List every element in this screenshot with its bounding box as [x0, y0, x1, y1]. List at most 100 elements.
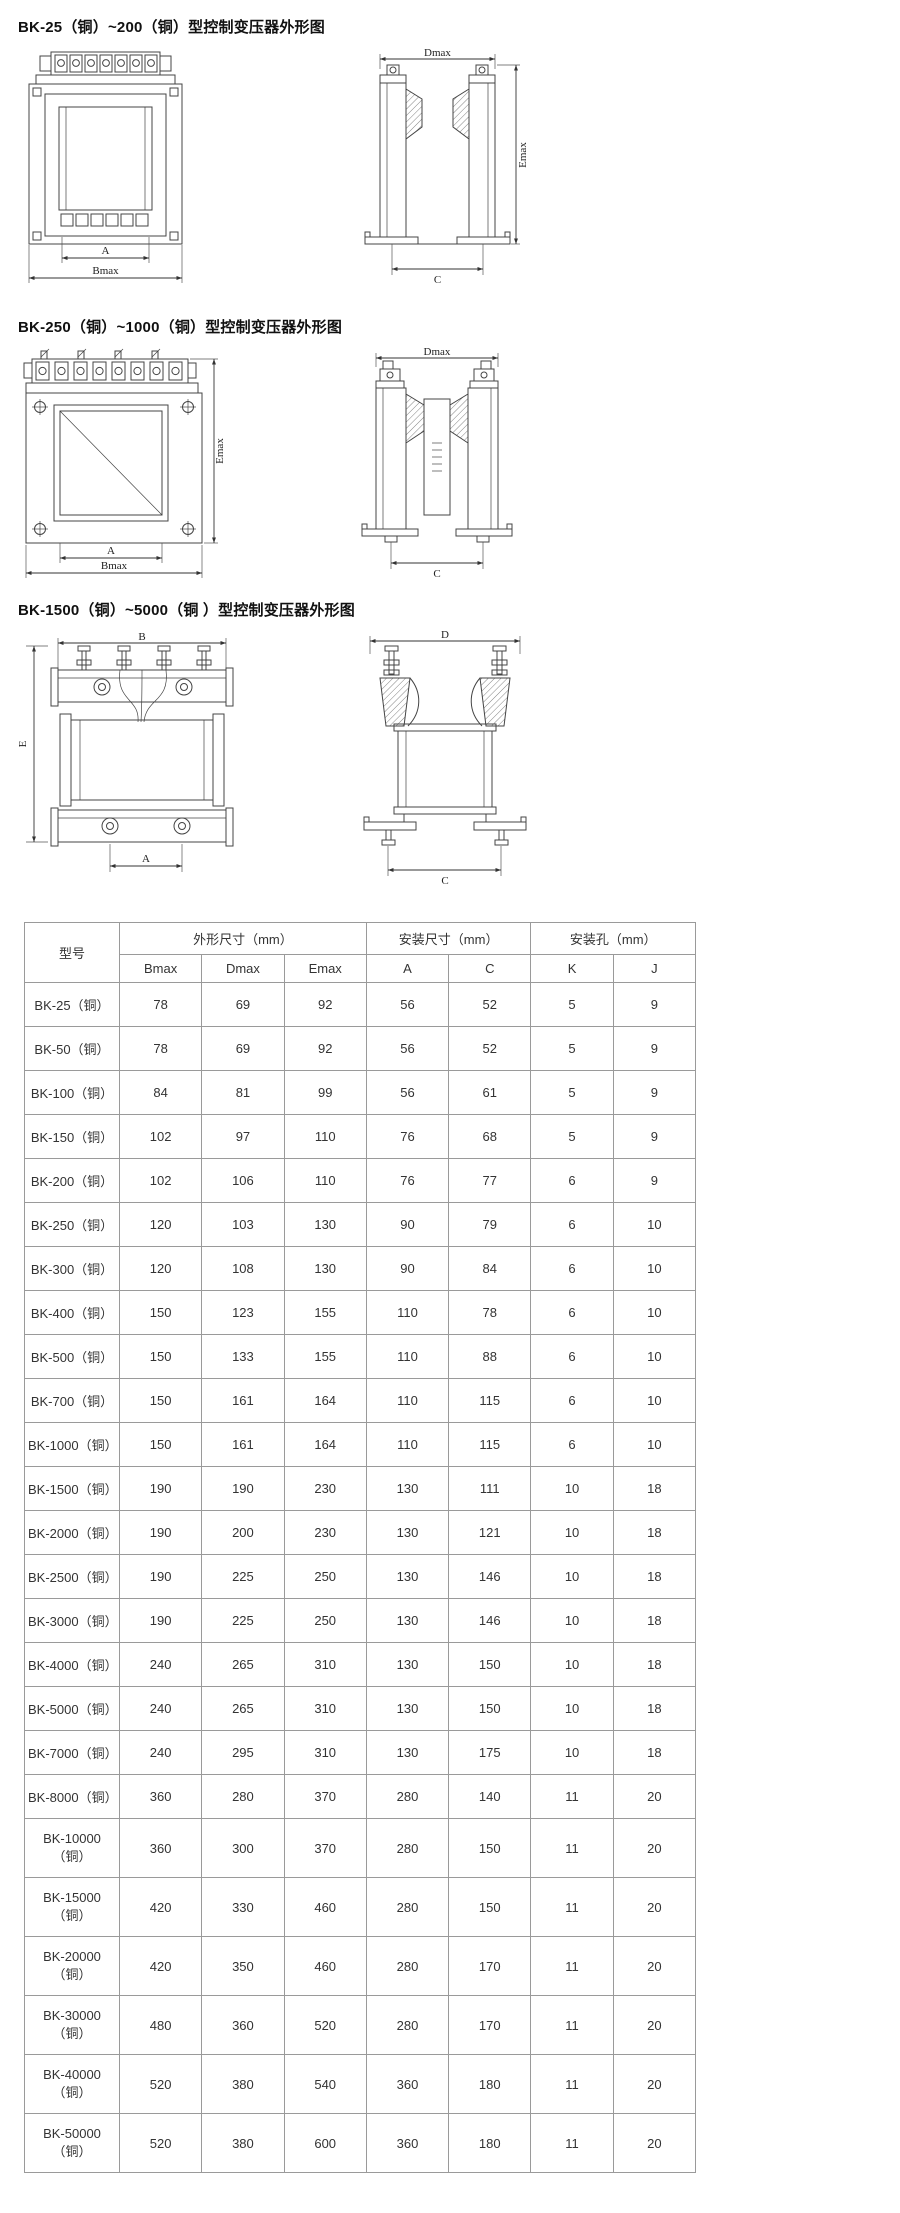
value-cell: 92	[283, 982, 367, 1027]
value-cell: 310	[283, 1686, 367, 1731]
value-cell: 480	[118, 1995, 203, 2055]
model-cell: BK-20000（铜）	[24, 1936, 120, 1996]
col-header-emax: Emax	[283, 954, 367, 983]
value-cell: 10	[612, 1378, 697, 1423]
terminal-blocks	[375, 360, 499, 389]
value-cell: 110	[283, 1158, 367, 1203]
dimension-B: B	[57, 631, 227, 668]
core-limbs	[379, 82, 496, 238]
value-cell: 155	[283, 1334, 367, 1379]
mounting-feet	[361, 523, 513, 543]
value-cell: 190	[118, 1554, 203, 1599]
model-cell: BK-300（铜）	[24, 1246, 120, 1291]
model-cell: BK-1000（铜）	[24, 1422, 120, 1467]
model-cell: BK-8000（铜）	[24, 1774, 120, 1819]
value-cell: 108	[201, 1246, 285, 1291]
value-cell: 164	[283, 1378, 367, 1423]
dimension-C: C	[387, 846, 502, 887]
col-group-mounting-hole: 安装孔（mm）	[530, 922, 696, 955]
value-cell: 520	[118, 2054, 203, 2114]
value-cell: 20	[612, 1877, 697, 1937]
value-cell: 18	[612, 1598, 697, 1643]
value-cell: 52	[448, 1026, 532, 1071]
model-cell: BK-5000（铜）	[24, 1686, 120, 1731]
value-cell: 52	[448, 982, 532, 1027]
value-cell: 79	[448, 1202, 532, 1247]
value-cell: 133	[201, 1334, 285, 1379]
value-cell: 155	[283, 1290, 367, 1335]
value-cell: 6	[530, 1422, 614, 1467]
value-cell: 240	[118, 1642, 203, 1687]
col-group-mounting-size: 安装尺寸（mm）	[365, 922, 532, 955]
value-cell: 161	[201, 1378, 285, 1423]
mounting-frame	[28, 83, 183, 245]
value-cell: 56	[365, 1026, 450, 1071]
value-cell: 20	[612, 1936, 697, 1996]
value-cell: 11	[530, 1995, 614, 2055]
value-cell: 11	[530, 1877, 614, 1937]
value-cell: 120	[118, 1246, 203, 1291]
value-cell: 240	[118, 1686, 203, 1731]
value-cell: 20	[612, 2054, 697, 2114]
value-cell: 170	[448, 1995, 532, 2055]
model-cell: BK-2500（铜）	[24, 1554, 120, 1599]
value-cell: 121	[448, 1510, 532, 1555]
value-cell: 280	[365, 1774, 450, 1819]
col-header-j: J	[612, 954, 697, 983]
value-cell: 350	[201, 1936, 285, 1996]
value-cell: 360	[118, 1818, 203, 1878]
col-header-model: 型号	[24, 922, 120, 983]
spec-table-header: 型号 外形尺寸（mm） 安装尺寸（mm） 安装孔（mm） Bmax Dmax E…	[24, 922, 697, 983]
value-cell: 10	[530, 1554, 614, 1599]
value-cell: 380	[201, 2054, 285, 2114]
model-cell: BK-100（铜）	[24, 1070, 120, 1115]
value-cell: 90	[365, 1246, 450, 1291]
value-cell: 88	[448, 1334, 532, 1379]
value-cell: 10	[612, 1246, 697, 1291]
value-cell: 146	[448, 1554, 532, 1599]
value-cell: 110	[283, 1114, 367, 1159]
lead-wires	[119, 669, 167, 723]
value-cell: 250	[283, 1598, 367, 1643]
value-cell: 280	[365, 1995, 450, 2055]
dimension-D: D	[369, 630, 521, 654]
value-cell: 10	[612, 1202, 697, 1247]
dim-label-b: B	[138, 631, 145, 643]
value-cell: 111	[448, 1466, 532, 1511]
dimension-A: A	[61, 237, 150, 263]
value-cell: 200	[201, 1510, 285, 1555]
value-cell: 6	[530, 1378, 614, 1423]
model-cell: BK-50（铜）	[24, 1026, 120, 1071]
spec-table: 型号 外形尺寸（mm） 安装尺寸（mm） 安装孔（mm） Bmax Dmax E…	[24, 922, 697, 2173]
value-cell: 140	[448, 1774, 532, 1819]
value-cell: 115	[448, 1378, 532, 1423]
dim-label-dmax: Dmax	[424, 47, 451, 59]
terminal-bolts	[383, 645, 508, 676]
value-cell: 130	[365, 1466, 450, 1511]
value-cell: 146	[448, 1598, 532, 1643]
value-cell: 380	[201, 2113, 285, 2173]
value-cell: 161	[201, 1422, 285, 1467]
value-cell: 150	[448, 1877, 532, 1937]
model-cell: BK-40000（铜）	[24, 2054, 120, 2114]
model-cell: BK-7000（铜）	[24, 1730, 120, 1775]
section-title: BK-250（铜）~1000（铜）型控制变压器外形图	[18, 319, 343, 336]
value-cell: 61	[448, 1070, 532, 1115]
value-cell: 6	[530, 1246, 614, 1291]
value-cell: 9	[612, 1026, 697, 1071]
dim-label-c: C	[441, 875, 448, 887]
section-bk250-1000: BK-250（铜）~1000（铜）型控制变压器外形图	[18, 316, 900, 585]
value-cell: 84	[448, 1246, 532, 1291]
value-cell: 360	[201, 1995, 285, 2055]
value-cell: 280	[201, 1774, 285, 1819]
value-cell: 78	[118, 1026, 203, 1071]
core-limbs	[375, 387, 499, 530]
value-cell: 6	[530, 1158, 614, 1203]
